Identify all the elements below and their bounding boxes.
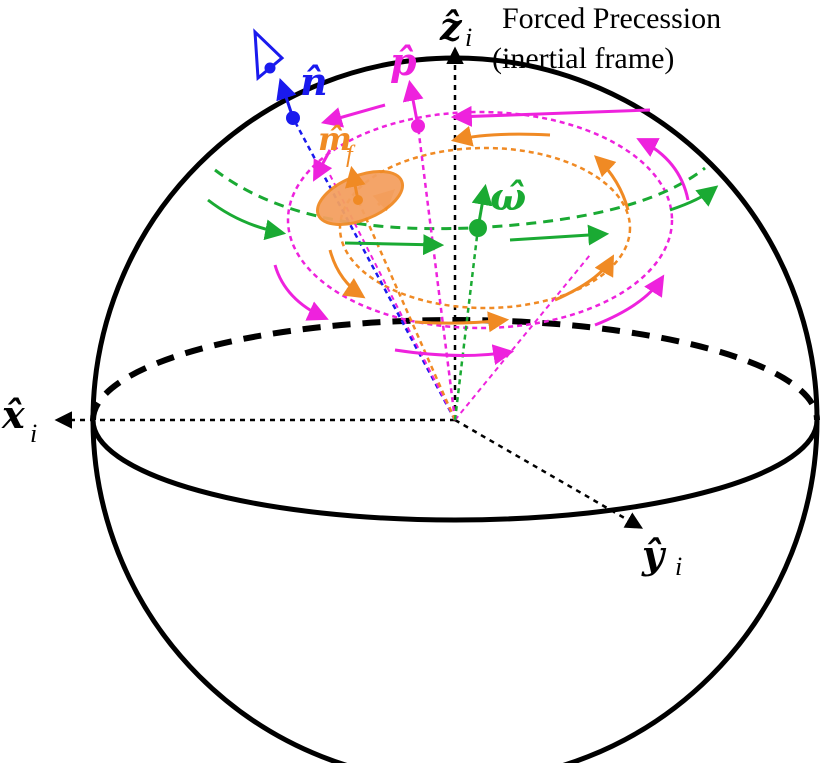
omega-dot [469, 219, 487, 237]
x-axis-label: x̂ i [1, 392, 37, 448]
title-line2: (inertial frame) [492, 42, 674, 75]
title-line1: Forced Precession [502, 2, 721, 35]
svg-text:i: i [675, 552, 682, 581]
p-label: p̂ [390, 39, 417, 84]
n-label: n̂ [300, 59, 328, 104]
magenta-flow-arrows [273, 103, 690, 366]
p-vector [402, 79, 424, 127]
omega-circle [214, 166, 706, 231]
p-dot [411, 119, 425, 133]
equator-front [90, 419, 820, 523]
m-line [356, 199, 457, 421]
m-dot [353, 195, 363, 205]
m-cone-circle [338, 146, 632, 310]
svg-text:f: f [346, 142, 356, 168]
svg-text:i: i [465, 23, 472, 52]
svg-text:m̂: m̂ [318, 120, 352, 158]
z-axis-label: ẑ i [439, 4, 472, 52]
svg-text:ŷ: ŷ [641, 532, 667, 577]
p-line-cone2 [454, 254, 591, 421]
omega-label: ω̂ [490, 174, 526, 219]
m-label: m̂ f [318, 120, 356, 168]
m-vector [344, 165, 366, 201]
y-axis [454, 418, 644, 529]
svg-text:i: i [30, 419, 37, 448]
n-line [291, 117, 457, 421]
p-cone-circle [286, 110, 674, 330]
observer-eye-icon [253, 28, 285, 82]
n-dot [286, 111, 300, 125]
green-flow-arrows [207, 185, 719, 256]
svg-text:ẑ: ẑ [439, 4, 463, 49]
p-line-left [416, 125, 457, 421]
svg-text:x̂: x̂ [1, 392, 26, 437]
y-axis-label: ŷ i [641, 532, 682, 581]
